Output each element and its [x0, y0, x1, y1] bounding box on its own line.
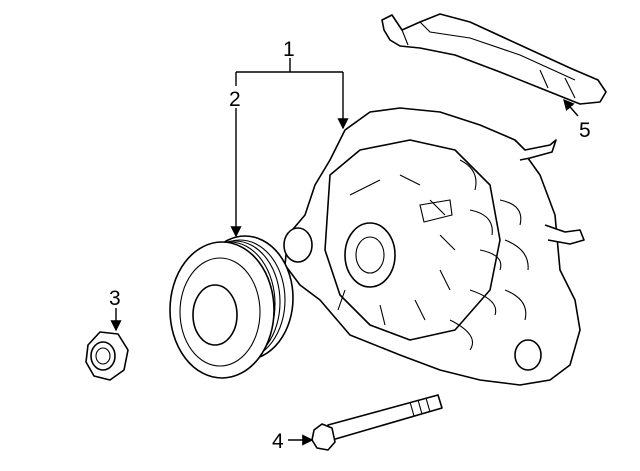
- callout-2-label: 2: [229, 88, 241, 111]
- callout-3-label: 3: [109, 287, 121, 310]
- bolt-part[interactable]: [311, 394, 443, 451]
- nut-part[interactable]: [85, 331, 129, 381]
- alternator-part[interactable]: [283, 107, 585, 386]
- pulley-part[interactable]: [169, 235, 294, 379]
- callout-5-label: 5: [579, 119, 591, 142]
- callout-lines: [110, 58, 579, 446]
- bracket-part[interactable]: [381, 13, 607, 105]
- callout-4-label: 4: [272, 430, 284, 453]
- callout-1-label: 1: [283, 38, 295, 61]
